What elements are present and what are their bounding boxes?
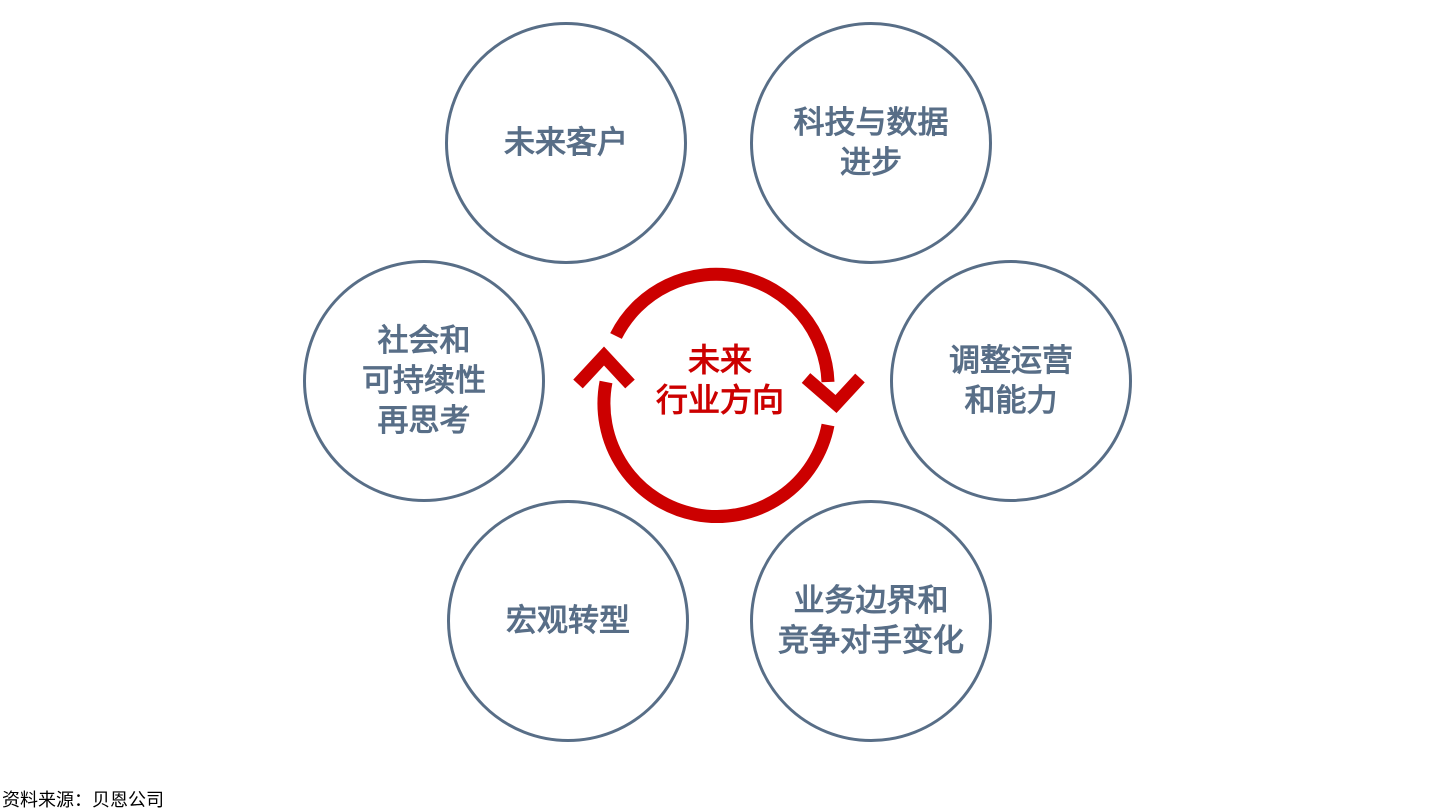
cycle-arc-upper [610, 267, 835, 383]
factor-label: 调整运营 和能力 [949, 343, 1073, 419]
factor-circle-future-customers: 未来客户 [445, 22, 687, 264]
source-note: 资料来源：贝恩公司 [2, 790, 164, 811]
cycle-arc-lower [597, 380, 835, 524]
factor-circle-business-boundaries: 业务边界和 竞争对手变化 [750, 500, 992, 742]
factor-label: 业务边界和 竞争对手变化 [778, 583, 964, 659]
factor-circle-tech-data: 科技与数据 进步 [750, 22, 992, 264]
arrowhead-left [573, 346, 635, 389]
factor-circle-operations: 调整运营 和能力 [890, 260, 1132, 502]
factor-label: 科技与数据 进步 [793, 105, 949, 181]
center-label: 未来 行业方向 [655, 341, 784, 419]
factor-label: 宏观转型 [506, 603, 630, 639]
arrowhead-right [801, 373, 865, 414]
cycle-arrows-icon [573, 267, 865, 524]
factor-label: 社会和 可持续性 再思考 [362, 323, 486, 439]
factor-circle-macro: 宏观转型 [447, 500, 689, 742]
factor-circle-society-sustainability: 社会和 可持续性 再思考 [303, 260, 545, 502]
factor-label: 未来客户 [504, 125, 628, 161]
